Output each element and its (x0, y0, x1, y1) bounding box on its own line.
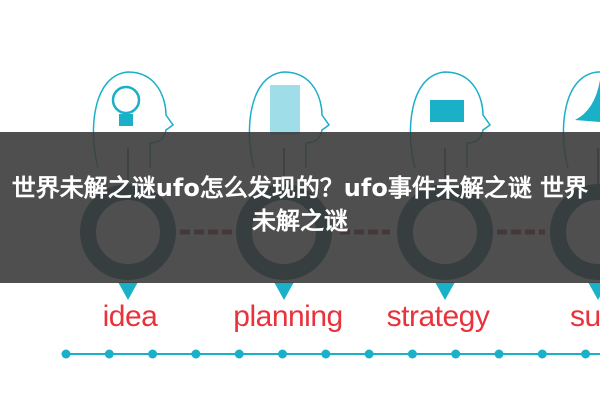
timeline-dot (148, 349, 158, 359)
document-chart-icon (270, 85, 300, 135)
page-title[interactable]: 世界未解之谜ufo怎么发现的？ufo事件未解之谜 世界未解之谜 (11, 174, 589, 235)
success-icon (575, 80, 600, 122)
timeline-dot (451, 349, 461, 359)
step-label-planning: planning (233, 300, 343, 333)
timeline-dot (234, 349, 244, 359)
lightbulb-icon (111, 85, 141, 115)
timeline-dot (61, 349, 71, 359)
timeline-dot (537, 349, 547, 359)
title-overlay-banner (0, 132, 600, 283)
timeline-dot (581, 349, 591, 359)
pointer-triangle-icon (274, 282, 294, 300)
timeline-dot (494, 349, 504, 359)
timeline-dot (321, 349, 331, 359)
chess-pieces-icon (430, 100, 464, 122)
step-label-idea: idea (102, 300, 158, 333)
pointer-triangle-icon (588, 282, 600, 300)
timeline-dot (191, 349, 201, 359)
step-label-strategy: strategy (386, 300, 490, 333)
lightbulb-base-icon (119, 114, 133, 126)
timeline-dot (278, 349, 287, 359)
head-outline-icon (562, 71, 600, 169)
pointer-triangle-icon (435, 282, 455, 300)
pointer-triangle-icon (118, 282, 138, 300)
step-label-success: succ (570, 300, 600, 333)
timeline-dot (407, 349, 417, 359)
timeline-dot (364, 349, 374, 359)
timeline-dot (104, 349, 114, 359)
